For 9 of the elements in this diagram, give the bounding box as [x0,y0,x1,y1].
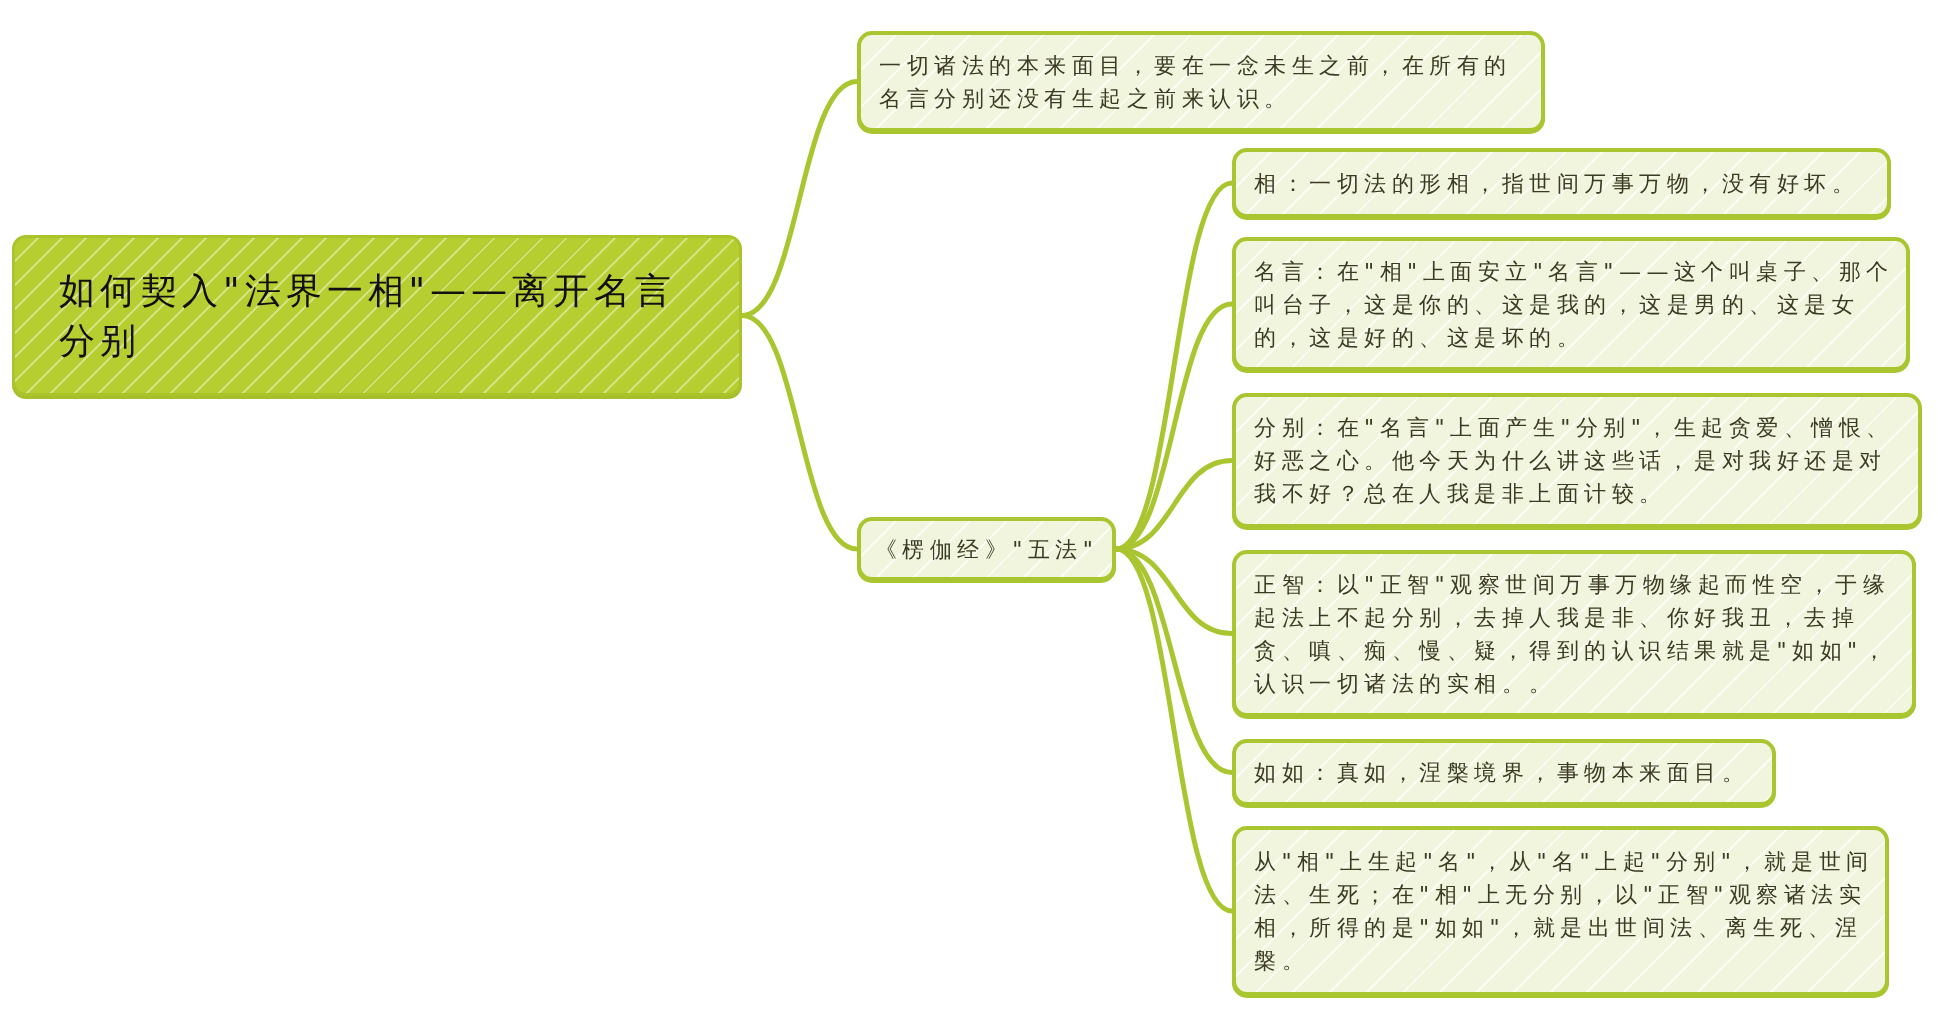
topic-box: 从"相"上生起"名"，从"名"上起"分别"，就是世间法、生死；在"相"上无分别，以"正智"观察诸法实相，所得的是"如如"，就是出世间法、离生死、涅槃。 [1232,826,1889,996]
topic-box: 一切诸法的本来面目，要在一念未生之前，在所有的名言分别还没有生起之前来认识。 [857,31,1545,132]
central-topic-box: 如何契入"法界一相"——离开名言分别 [12,235,742,396]
topic-box: 名言：在"相"上面安立"名言"——这个叫桌子、那个叫台子，这是你的、这是我的，这是男的、这是女的，这是好的、这是坏的。 [1232,237,1910,371]
topic-box: 如如：真如，涅槃境界，事物本来面目。 [1232,739,1776,806]
topic-box: 分别：在"名言"上面产生"分别"，生起贪爱、憎恨、好恶之心。他今天为什么讲这些话，是对我好还是对我不好？总在人我是非上面计较。 [1232,393,1922,528]
branch-topic-box: 《楞伽经》"五法" [857,517,1116,581]
topic-box: 相：一切法的形相，指世间万事万物，没有好坏。 [1232,148,1891,218]
topic-box: 正智：以"正智"观察世间万事万物缘起而性空，于缘起法上不起分别，去掉人我是非、你好我丑，去掉贪、嗔、痴、慢、疑，得到的认识结果就是"如如"，认识一切诸法的实相。。 [1232,550,1916,717]
